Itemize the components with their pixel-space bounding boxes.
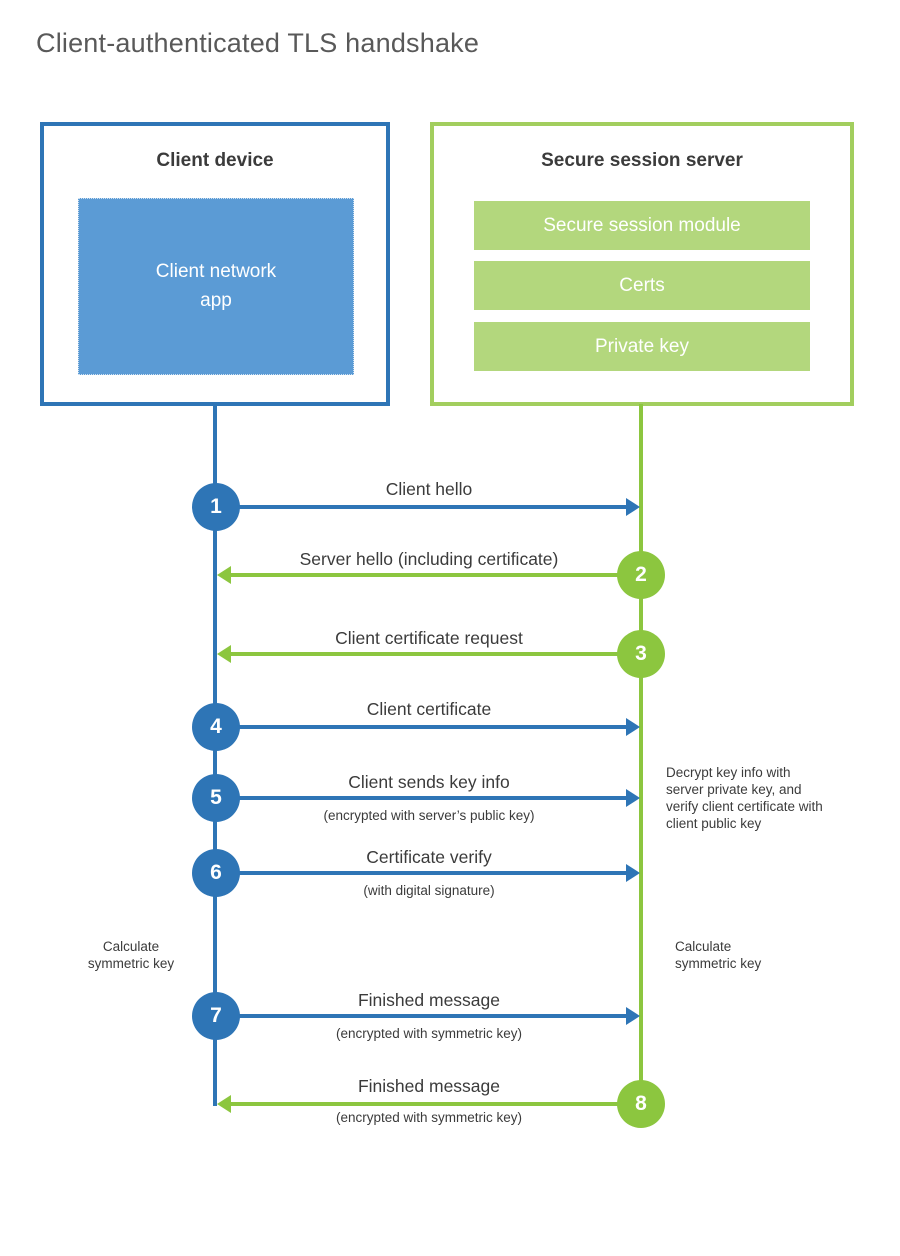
message-subtitle: (encrypted with symmetric key) <box>335 1026 523 1041</box>
arrow-right-icon <box>626 864 640 882</box>
message-label: Finished message <box>357 1076 501 1096</box>
client-lifeline <box>213 404 217 1106</box>
server-module-bar: Private key <box>474 322 810 371</box>
client-network-app-box: Client network app <box>78 198 354 375</box>
arrow-right-icon <box>626 498 640 516</box>
client-device-box: Client device Client network app <box>40 122 390 406</box>
message-arrow-line <box>229 652 641 656</box>
step-circle: 6 <box>192 849 240 897</box>
page-title: Client-authenticated TLS handshake <box>36 28 480 58</box>
secure-session-server-title: Secure session server <box>541 150 743 171</box>
message-label: Client certificate <box>366 699 492 719</box>
server-lifeline <box>639 404 643 1104</box>
calculate-symmetric-key-note-server: Calculate symmetric key <box>675 939 762 971</box>
message-subtitle: (with digital signature) <box>363 883 495 898</box>
message-label: Client sends key info <box>348 772 510 792</box>
message-arrow-line <box>216 871 628 875</box>
client-device-title: Client device <box>156 150 274 171</box>
message-subtitle: (encrypted with symmetric key) <box>335 1110 523 1125</box>
server-module-bar: Certs <box>474 261 810 310</box>
secure-session-server-box: Secure session server Secure session mod… <box>430 122 854 406</box>
server-module-bar: Secure session module <box>474 201 810 250</box>
message-arrow-line <box>216 725 628 729</box>
arrow-left-icon <box>217 566 231 584</box>
message-label: Client hello <box>385 479 473 499</box>
message-arrow-line <box>216 1014 628 1018</box>
calculate-symmetric-key-note-client: Calculate symmetric key <box>87 939 175 971</box>
message-label: Client certificate request <box>335 628 523 648</box>
step-circle: 3 <box>617 630 665 678</box>
message-label: Server hello (including certificate) <box>299 549 559 569</box>
message-arrow-line <box>216 796 628 800</box>
arrow-right-icon <box>626 789 640 807</box>
step-circle: 2 <box>617 551 665 599</box>
arrow-left-icon <box>217 645 231 663</box>
message-subtitle: (encrypted with server’s public key) <box>323 808 535 823</box>
client-network-app-label: Client network app <box>155 261 277 311</box>
arrow-left-icon <box>217 1095 231 1113</box>
message-arrow-line <box>229 1102 641 1106</box>
decrypt-note: Decrypt key info with server private key… <box>666 765 823 831</box>
message-arrow-line <box>229 573 641 577</box>
arrow-right-icon <box>626 1007 640 1025</box>
message-arrow-line <box>216 505 628 509</box>
step-circle: 8 <box>617 1080 665 1128</box>
step-circle: 7 <box>192 992 240 1040</box>
step-circle: 5 <box>192 774 240 822</box>
message-label: Certificate verify <box>366 847 492 867</box>
step-circle: 4 <box>192 703 240 751</box>
arrow-right-icon <box>626 718 640 736</box>
message-label: Finished message <box>357 990 501 1010</box>
step-circle: 1 <box>192 483 240 531</box>
